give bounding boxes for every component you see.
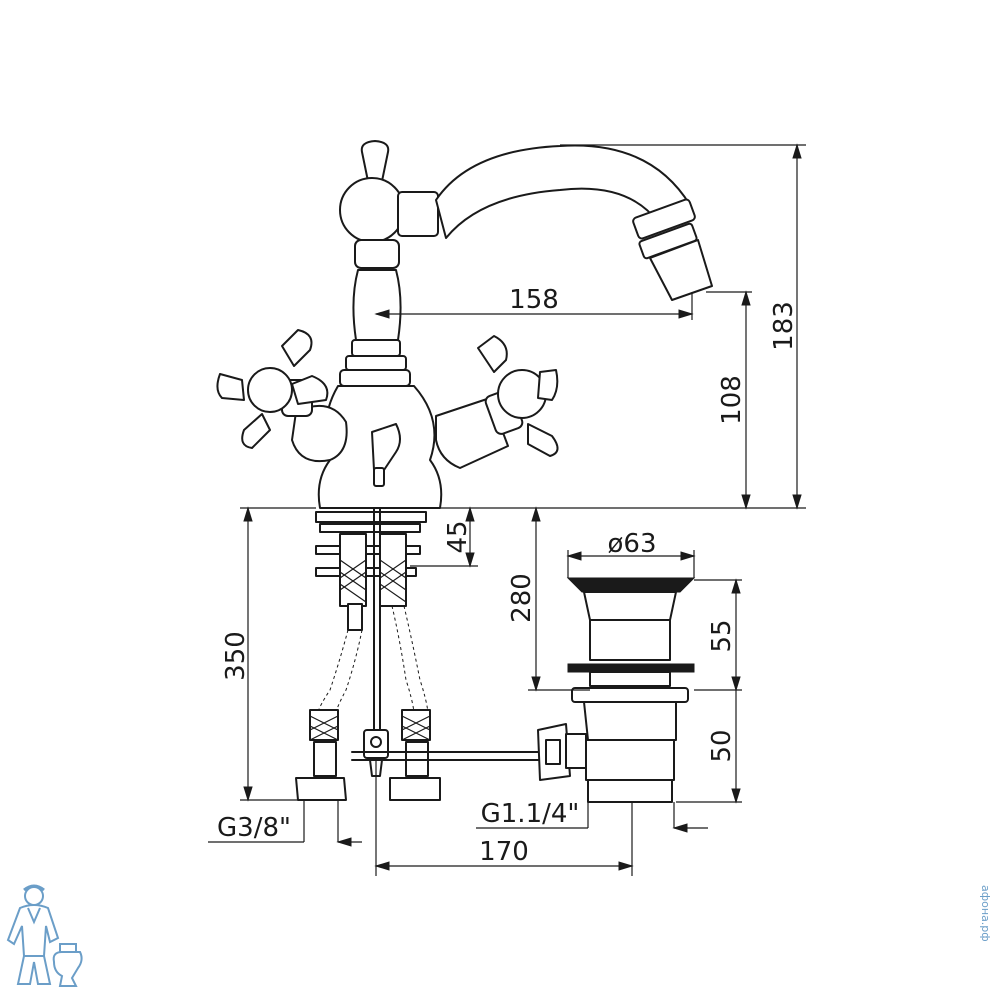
dim-spout-reach: 158 xyxy=(509,285,559,315)
dimension-lines xyxy=(208,143,806,876)
dim-waste-lower: 50 xyxy=(707,729,737,762)
left-cross-handle xyxy=(216,329,348,462)
dim-inlet-thread: G3/8" xyxy=(217,813,291,843)
dim-waste-upper: 55 xyxy=(707,619,737,652)
dim-waste-thread: G1.1/4" xyxy=(481,799,580,829)
faucet-body xyxy=(317,140,443,509)
flex-hoses xyxy=(317,605,429,713)
dim-waste-length: 280 xyxy=(507,573,537,623)
waste-assembly xyxy=(537,577,696,803)
right-cross-handle xyxy=(435,335,559,469)
dim-waste-flange: ø63 xyxy=(608,529,657,559)
dimension-labels: 158 183 108 45 350 280 ø63 55 50 G3/8" G… xyxy=(217,285,799,867)
deck-fixings xyxy=(315,507,427,741)
hose-connectors xyxy=(295,709,441,801)
watermark: афона.рф xyxy=(976,885,994,985)
dim-total-height: 183 xyxy=(769,301,799,351)
plumber-logo-icon xyxy=(6,884,83,987)
dim-spout-height: 108 xyxy=(717,375,747,425)
dim-deck-thickness: 45 xyxy=(443,520,473,553)
watermark-text: афона.рф xyxy=(979,885,992,942)
popup-linkage xyxy=(351,729,541,777)
dim-centre-distance: 170 xyxy=(479,837,529,867)
dim-hose-length: 350 xyxy=(221,631,251,681)
spout xyxy=(435,144,713,301)
